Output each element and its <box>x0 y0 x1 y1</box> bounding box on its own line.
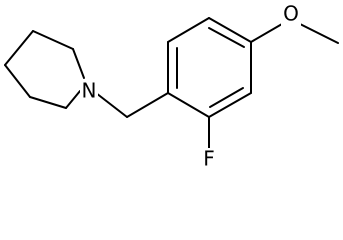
oxygen-label: O <box>283 2 299 26</box>
benzene-ring <box>167 17 252 118</box>
bond-o-ch3 <box>299 23 339 44</box>
pyrrolidine-ring <box>4 30 85 109</box>
atom-labels: N F O <box>80 2 301 171</box>
ring-bond-c2-c3 <box>208 92 252 118</box>
ring-bond-c2-c3 <box>4 64 31 98</box>
molecule-svg: N F O <box>4 2 339 171</box>
nitrogen-label: N <box>82 79 97 103</box>
ring-bond-c1-c2 <box>29 96 67 109</box>
ring-bond-c3-c4 <box>4 30 34 66</box>
ring-bond-c4-c5 <box>208 17 252 43</box>
fluorine-label: F <box>203 147 215 171</box>
ring-bond-c1-c2 <box>167 92 210 118</box>
ring-bond-n-c1 <box>65 90 81 109</box>
benzyl-linker <box>95 92 169 118</box>
structure-diagram: N F O <box>4 2 339 171</box>
bond-c4-o <box>250 23 283 43</box>
methoxy-substituent <box>250 23 339 44</box>
bond-n-ch2 <box>95 92 128 118</box>
nitrogen-label-bg <box>80 80 98 102</box>
bond-ch2-c1 <box>126 92 169 118</box>
oxygen-label-bg <box>281 4 301 26</box>
double-bond-c2-c3-inner <box>209 87 244 108</box>
ring-bond-c5-n <box>72 48 85 79</box>
ring-bond-c4-c5 <box>32 30 74 50</box>
double-bond-c4-c5-inner <box>208 27 245 48</box>
ring-bond-c5-c6 <box>167 17 210 43</box>
fluorine-label-bg <box>201 148 217 170</box>
